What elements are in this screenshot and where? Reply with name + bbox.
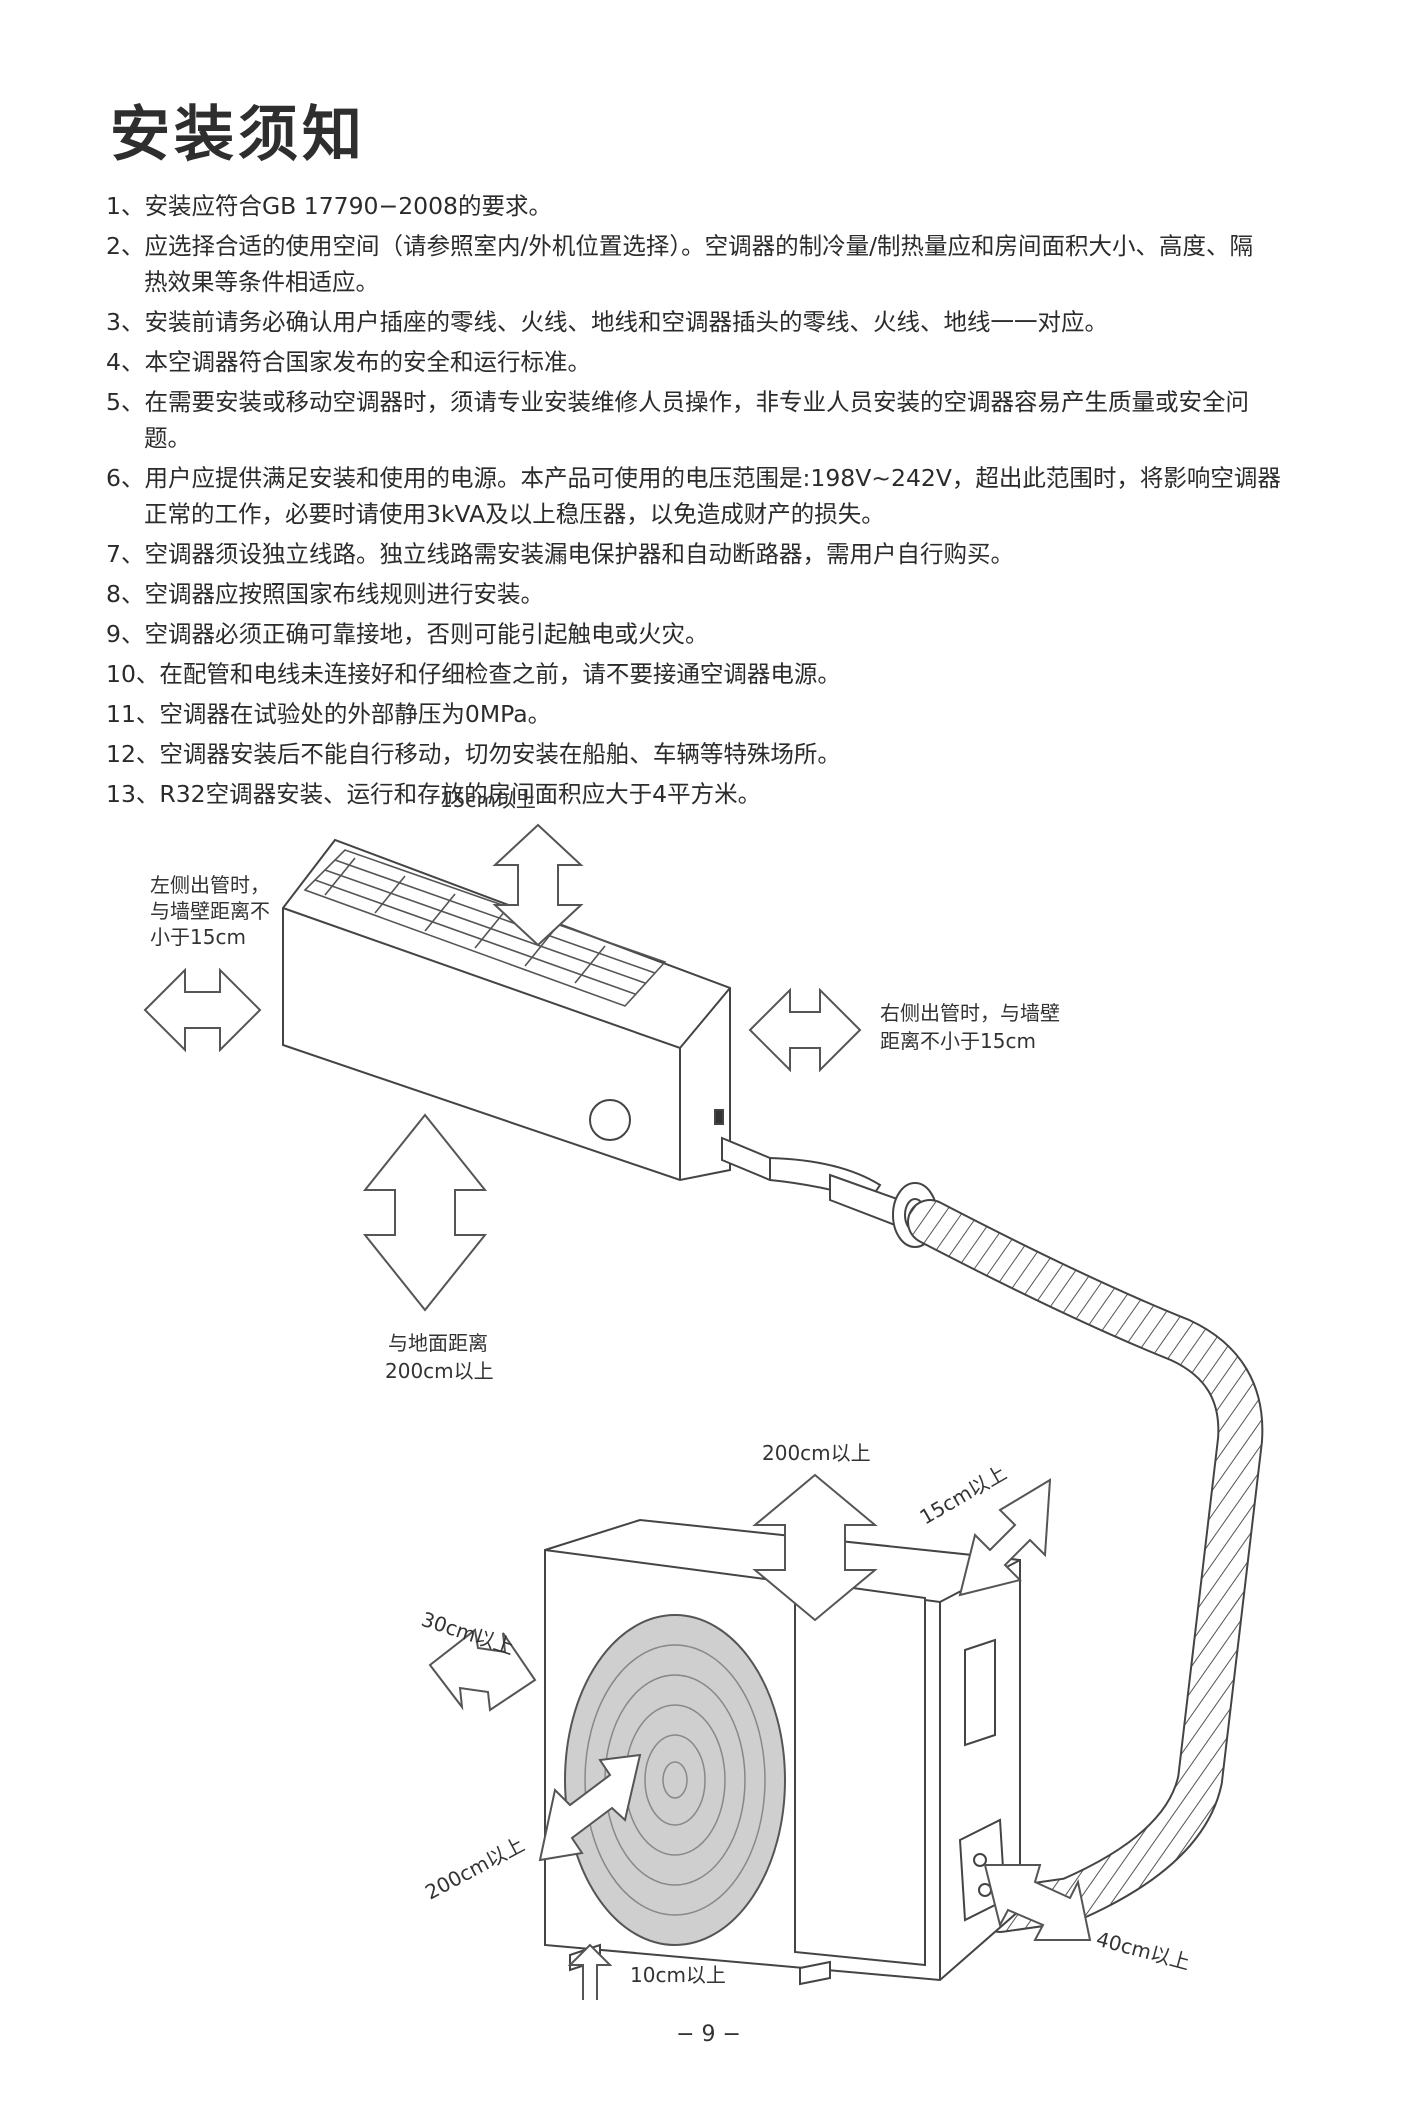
rule-number: 7、 (106, 540, 145, 568)
rule-text-continued: 正常的工作，必要时请使用3kVA及以上稳压器，以免造成财产的损失。 (144, 500, 885, 528)
arrow-indoor-floor (362, 1113, 488, 1312)
label-indoor-left-clearance-1: 左侧出管时， (150, 873, 270, 897)
label-indoor-floor-clearance-1: 与地面距离 (388, 1331, 488, 1355)
rule-text: 空调器须设独立线路。独立线路需安装漏电保护器和自动断路器，需用户自行购买。 (144, 540, 1014, 568)
rule-text: 安装应符合GB 17790−2008的要求。 (144, 192, 553, 220)
outdoor-fan-grille (564, 1614, 786, 1946)
rule-text-continued: 热效果等条件相适应。 (144, 268, 379, 296)
pipe-connector (721, 1136, 938, 1248)
rule-number: 5、 (106, 388, 145, 416)
rule-text: 空调器应按照国家布线规则进行安装。 (144, 580, 544, 608)
rule-item: 10、在配管和电线未连接好和仔细检查之前，请不要接通空调器电源。 (106, 656, 1326, 692)
label-outdoor-bottom-clearance: 10cm以上 (630, 1963, 726, 1987)
label-outdoor-back-clearance: 15cm以上 (916, 1461, 1011, 1530)
label-outdoor-front-clearance: 200cm以上 (421, 1832, 528, 1904)
rule-number: 11、 (106, 700, 160, 728)
rule-text: 空调器安装后不能自行移动，切勿安装在船舶、车辆等特殊场所。 (159, 740, 841, 768)
rule-item: 8、空调器应按照国家布线规则进行安装。 (106, 576, 1326, 612)
rule-text: 在配管和电线未连接好和仔细检查之前，请不要接通空调器电源。 (159, 660, 841, 688)
rule-item: 4、本空调器符合国家发布的安全和运行标准。 (106, 344, 1326, 380)
rule-item: 6、用户应提供满足安装和使用的电源。本产品可使用的电压范围是:198V~242V… (106, 460, 1326, 532)
page-title: 安装须知 (110, 100, 366, 170)
rule-number: 2、 (106, 232, 145, 260)
rule-text: 空调器必须正确可靠接地，否则可能引起触电或火灾。 (144, 620, 709, 648)
rule-text: 用户应提供满足安装和使用的电源。本产品可使用的电压范围是:198V~242V，超… (144, 464, 1281, 492)
rule-number: 1、 (106, 192, 145, 220)
arrow-indoor-left (143, 967, 262, 1053)
indoor-top-grille (303, 849, 667, 1007)
rule-number: 12、 (106, 740, 160, 768)
arrow-indoor-right (748, 987, 862, 1073)
arrow-outdoor-front (538, 1753, 642, 1862)
label-indoor-left-clearance-2: 与墙壁距离不 (150, 899, 270, 923)
rule-number: 9、 (106, 620, 145, 648)
label-indoor-top-clearance: 15cm以上 (440, 788, 536, 812)
label-outdoor-top-clearance: 200cm以上 (762, 1441, 871, 1465)
label-indoor-right-clearance-1: 右侧出管时，与墙壁 (880, 1001, 1060, 1025)
rule-text: 在需要安装或移动空调器时，须请专业安装维修人员操作，非专业人员安装的空调器容易产… (144, 388, 1249, 416)
rule-item: 2、应选择合适的使用空间（请参照室内/外机位置选择）。空调器的制冷量/制热量应和… (106, 228, 1326, 300)
arrow-outdoor-bottom (567, 1943, 613, 2000)
rule-text: R32空调器安装、运行和存放的房间面积应大于4平方米。 (159, 780, 762, 808)
page-number: − 9 − (676, 2022, 741, 2047)
rule-item: 3、安装前请务必确认用户插座的零线、火线、地线和空调器插头的零线、火线、地线一一… (106, 304, 1326, 340)
label-indoor-right-clearance-2: 距离不小于15cm (880, 1029, 1036, 1053)
rule-item: 7、空调器须设独立线路。独立线路需安装漏电保护器和自动断路器，需用户自行购买。 (106, 536, 1326, 572)
rule-number: 3、 (106, 308, 145, 336)
installation-clearance-diagram: 15cm以上 左侧出管时， 与墙壁距离不 小于15cm 右侧出管时，与墙壁 距离… (143, 788, 1264, 2000)
rule-number: 4、 (106, 348, 145, 376)
rule-text: 应选择合适的使用空间（请参照室内/外机位置选择）。空调器的制冷量/制热量应和房间… (144, 232, 1254, 260)
rule-number: 10、 (106, 660, 160, 688)
rule-number: 8、 (106, 580, 145, 608)
arrow-outdoor-top (752, 1473, 878, 1622)
rule-number: 6、 (106, 464, 145, 492)
arrow-outdoor-right (983, 1864, 1092, 1941)
rule-text: 安装前请务必确认用户插座的零线、火线、地线和空调器插头的零线、火线、地线一一对应… (144, 308, 1108, 336)
indoor-display-window (589, 1099, 631, 1141)
rule-text: 空调器在试验处的外部静压为0MPa。 (159, 700, 552, 728)
rule-item: 12、空调器安装后不能自行移动，切勿安装在船舶、车辆等特殊场所。 (106, 736, 1326, 772)
rule-text: 本空调器符合国家发布的安全和运行标准。 (144, 348, 591, 376)
rule-item: 9、空调器必须正确可靠接地，否则可能引起触电或火灾。 (106, 616, 1326, 652)
arrow-indoor-top (492, 823, 584, 947)
rule-item: 5、在需要安装或移动空调器时，须请专业安装维修人员操作，非专业人员安装的空调器容… (106, 384, 1326, 456)
arrow-outdoor-left (428, 1628, 537, 1712)
indoor-unit (282, 838, 731, 1182)
rule-item: 13、R32空调器安装、运行和存放的房间面积应大于4平方米。 (106, 776, 1326, 812)
label-indoor-floor-clearance-2: 200cm以上 (385, 1359, 494, 1383)
installation-rules-list: 1、安装应符合GB 17790−2008的要求。 2、应选择合适的使用空间（请参… (106, 188, 1326, 816)
label-indoor-left-clearance-3: 小于15cm (150, 925, 246, 949)
rule-item: 11、空调器在试验处的外部静压为0MPa。 (106, 696, 1326, 732)
label-outdoor-right-clearance: 40cm以上 (1094, 1927, 1193, 1975)
rule-number: 13、 (106, 780, 160, 808)
rule-text-continued: 题。 (144, 424, 191, 452)
arrow-outdoor-back (958, 1478, 1052, 1597)
rule-item: 1、安装应符合GB 17790−2008的要求。 (106, 188, 1326, 224)
